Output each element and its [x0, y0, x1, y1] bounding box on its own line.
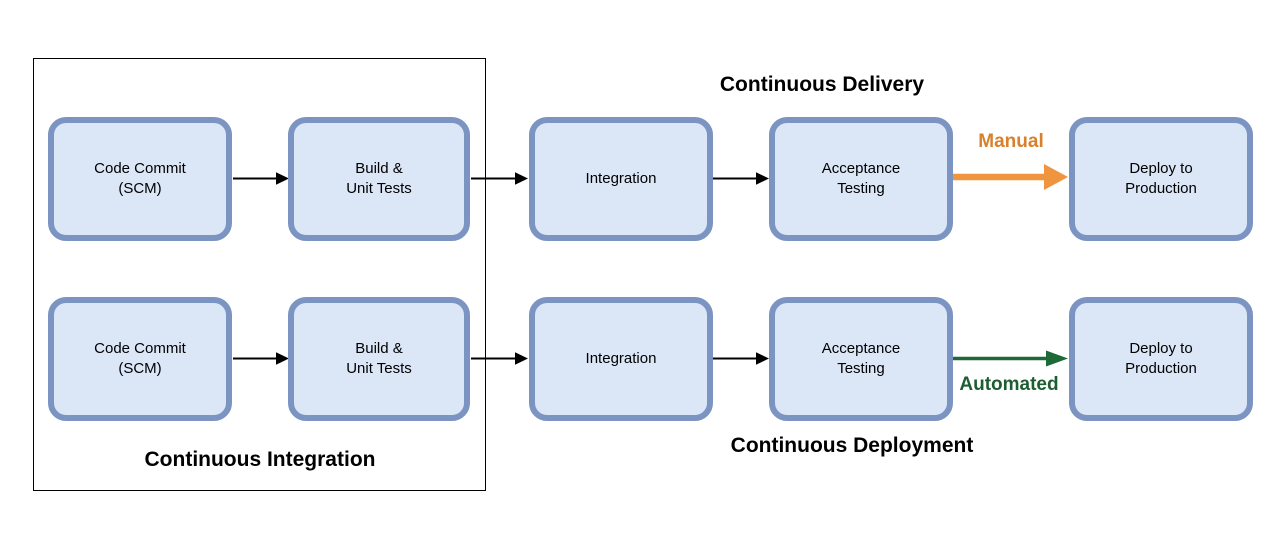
node-code-commit-delivery: Code Commit (SCM) [48, 117, 232, 241]
automated-arrow-label: Automated [959, 374, 1059, 395]
continuous-integration-container [33, 58, 486, 491]
node-deploy-production-delivery: Deploy to Production [1069, 117, 1253, 241]
arrow-integration-to-acceptance-top [713, 172, 769, 185]
node-deploy-production-deployment: Deploy to Production [1069, 297, 1253, 421]
node-code-commit-deployment: Code Commit (SCM) [48, 297, 232, 421]
node-integration-deployment: Integration [529, 297, 713, 421]
node-build-unit-tests-delivery: Build & Unit Tests [288, 117, 470, 241]
continuous-integration-title: Continuous Integration [144, 448, 376, 471]
manual-arrow-label: Manual [978, 131, 1044, 152]
node-acceptance-testing-delivery: Acceptance Testing [769, 117, 953, 241]
arrow-integration-to-acceptance-bottom [713, 352, 769, 365]
node-build-unit-tests-deployment: Build & Unit Tests [288, 297, 470, 421]
automated-arrow [953, 350, 1068, 367]
continuous-delivery-title: Continuous Delivery [719, 73, 925, 96]
node-integration-delivery: Integration [529, 117, 713, 241]
continuous-deployment-title: Continuous Deployment [730, 434, 974, 457]
manual-arrow [953, 164, 1068, 190]
node-acceptance-testing-deployment: Acceptance Testing [769, 297, 953, 421]
